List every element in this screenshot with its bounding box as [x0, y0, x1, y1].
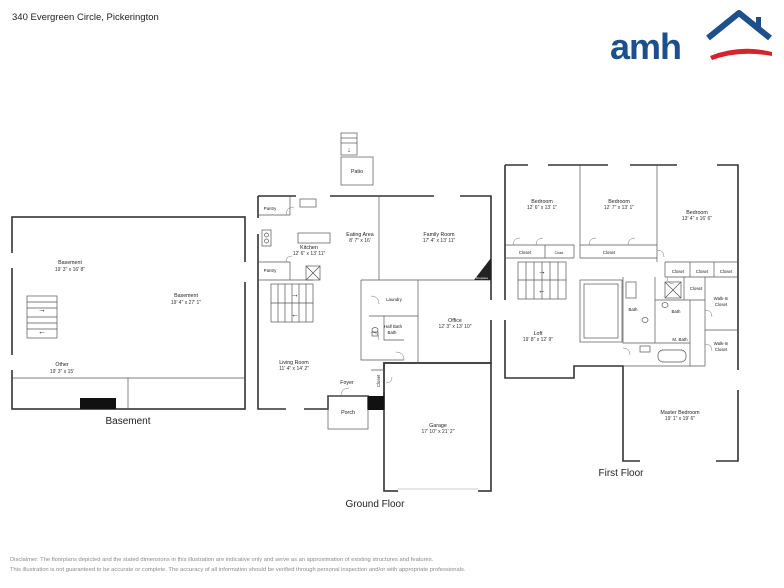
- room-label-bath-1: Bath: [628, 307, 638, 312]
- floor-label-ground: Ground Floor: [346, 499, 406, 510]
- room-label-family-room: Family Room: [423, 232, 455, 238]
- room-label-bedroom-3: Bedroom: [686, 210, 708, 216]
- svg-text:←: ←: [291, 310, 299, 319]
- room-label-walkin-2: Walk-In: [714, 341, 729, 346]
- room-label-basement-left: Basement: [58, 260, 82, 266]
- room-label-garage: Garage: [429, 423, 447, 429]
- room-dims-loft: 19' 8" x 12' 9": [523, 337, 553, 343]
- room-label-basement-right: Basement: [174, 293, 198, 299]
- basement-stairs: → ←: [26, 295, 58, 339]
- room-label-half-bath: Half Bath: [384, 324, 403, 329]
- ground-floor: ↓ Patio Fireplace: [256, 132, 493, 510]
- room-label-pantry-bottom: Pantry: [264, 268, 277, 273]
- room-label-kitchen: Kitchen: [300, 245, 318, 251]
- room-dims-master-bedroom: 19' 1" x 19' 6": [665, 416, 695, 422]
- property-address: 340 Evergreen Circle, Pickerington: [12, 12, 159, 23]
- first-floor: → ← Bedroom 12' 6" x 13' 1" Bedroom 12' …: [503, 163, 740, 479]
- svg-text:↓: ↓: [347, 147, 351, 154]
- room-label-closet-1: Closet: [519, 250, 532, 255]
- room-dims-garage: 17' 10" x 21' 2": [422, 429, 455, 435]
- room-label-closet-small: Close: [555, 251, 564, 255]
- room-label-walkin-1b: Closet: [715, 302, 728, 307]
- svg-text:→: →: [291, 290, 299, 299]
- floor-label-first: First Floor: [599, 468, 645, 479]
- disclaimer-line-2: This illustration is not guaranteed to b…: [10, 567, 466, 573]
- room-label-other: Other: [55, 362, 68, 368]
- svg-text:→: →: [538, 267, 546, 276]
- room-label-walkin-2b: Closet: [715, 347, 728, 352]
- room-dims-basement-left: 19' 3" x 16' 8": [55, 267, 85, 273]
- disclaimer-line-1: Disclaimer: The floorplans depicted and …: [10, 557, 434, 563]
- room-label-closet-4: Closet: [696, 269, 709, 274]
- room-label-living-room: Living Room: [279, 360, 309, 366]
- amh-logo: amh: [610, 10, 772, 67]
- svg-text:←: ←: [38, 327, 46, 336]
- room-label-walkin-1: Walk-In: [714, 296, 729, 301]
- first-floor-stairs: → ←: [517, 261, 567, 300]
- room-label-half-bath-2: Bath: [387, 330, 397, 335]
- room-dims-basement-right: 19' 4" x 27' 1": [171, 300, 201, 306]
- room-label-bedroom-2: Bedroom: [608, 199, 630, 205]
- room-label-closet-2: Closet: [603, 250, 616, 255]
- room-dims-family-room: 17' 4" x 13' 11": [423, 238, 456, 244]
- svg-text:→: →: [38, 305, 46, 314]
- room-label-laundry: Laundry: [386, 297, 403, 302]
- logo-wordmark: amh: [610, 26, 681, 67]
- room-label-loft: Loft: [534, 331, 543, 337]
- room-label-bath-2: Bath: [671, 309, 681, 314]
- room-label-patio: Patio: [351, 169, 363, 175]
- room-label-master-bedroom: Master Bedroom: [660, 410, 700, 416]
- room-label-fireplace: Fireplace: [476, 276, 489, 280]
- basement-floor: → ← Basement 19' 3" x 16' 8" Basement 19…: [10, 216, 247, 427]
- room-dims-bedroom-1: 12' 6" x 13' 1": [527, 205, 557, 211]
- ground-stairs: → ←: [270, 283, 314, 323]
- room-dims-office: 12' 3" x 13' 10": [439, 324, 472, 330]
- room-label-pantry-top: Pantry: [264, 206, 277, 211]
- room-label-closet-ground: Closet: [376, 374, 381, 387]
- room-label-eating-area: Eating Area: [346, 232, 373, 238]
- room-dims-kitchen: 12' 6" x 13' 11": [293, 251, 326, 257]
- room-label-bedroom-1: Bedroom: [531, 199, 553, 205]
- room-label-office: Office: [448, 318, 462, 324]
- room-label-m-bath: M. Bath: [672, 337, 688, 342]
- house-roof-icon: [706, 10, 772, 60]
- room-dims-living-room: 11' 4" x 14' 2": [279, 366, 309, 372]
- room-label-closet-5: Closet: [720, 269, 733, 274]
- room-dims-other: 19' 3" x 15': [50, 369, 74, 375]
- room-dims-eating-area: 8' 7" x 16': [349, 238, 371, 244]
- floor-label-basement: Basement: [105, 416, 150, 427]
- room-label-closet-3: Closet: [672, 269, 685, 274]
- svg-text:←: ←: [538, 286, 546, 295]
- room-dims-bedroom-3: 13' 4" x 16' 6": [682, 216, 712, 222]
- room-dims-bedroom-2: 12' 7" x 13' 1": [604, 205, 634, 211]
- room-label-foyer: Foyer: [340, 380, 354, 386]
- room-label-porch: Porch: [341, 410, 355, 416]
- room-label-closet-6: Closet: [690, 286, 703, 291]
